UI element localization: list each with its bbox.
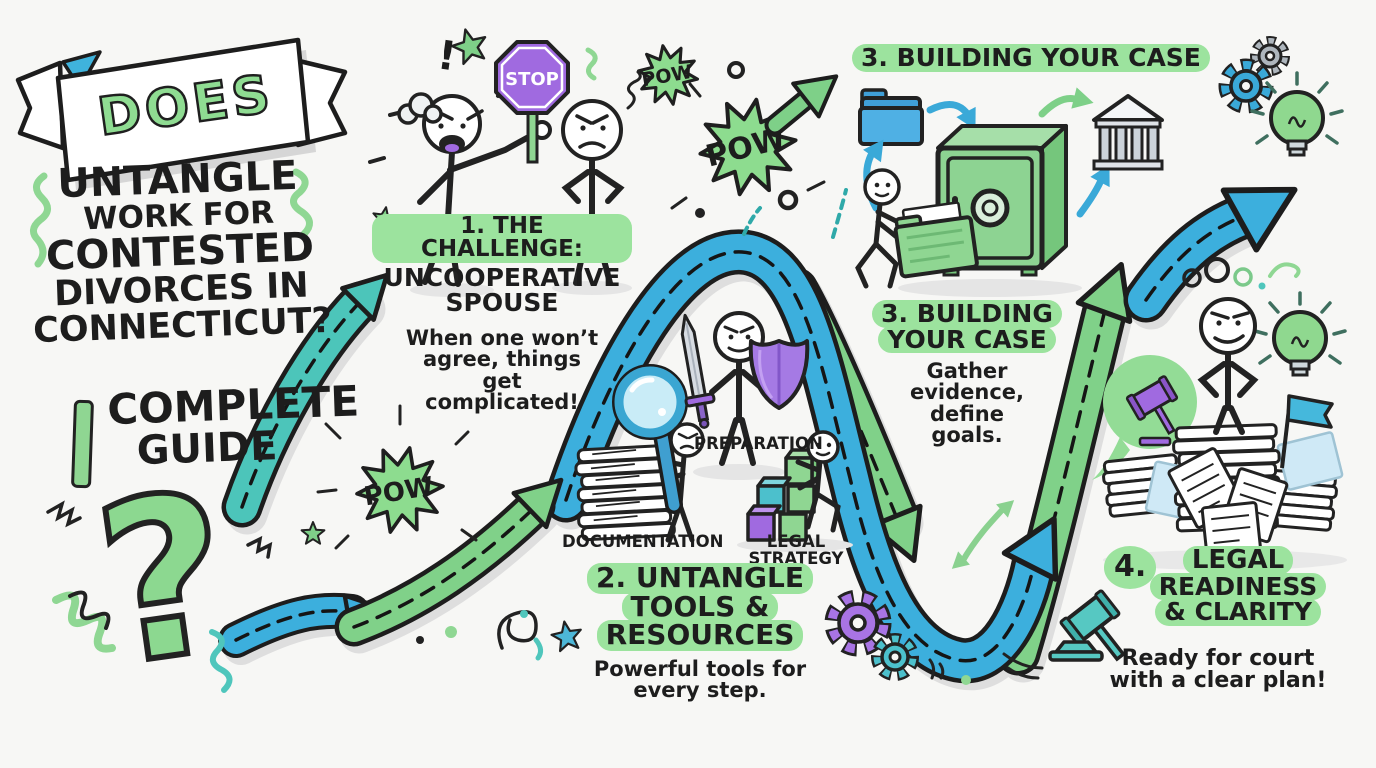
section-readiness-number: 4. [1104,546,1157,589]
pow-bursts: POW POW POW [316,41,826,550]
section-building-mid: 3. BUILDING YOUR CASE Gather evidence, d… [862,300,1072,447]
doodles [30,47,1301,693]
section-tools: 2. UNTANGLE TOOLS & RESOURCES Powerful t… [580,563,820,701]
steam-puff-icon [397,92,443,125]
legal-strategy-illustration [737,430,853,552]
gear-purple-icon [824,589,892,657]
gavel-teal-icon [1048,589,1126,662]
vault-scene [855,87,1164,297]
subtitle-complete-guide: COMPLETE GUIDE [70,376,360,489]
flag-icon [1280,394,1334,469]
blue-folder-icon [858,88,924,146]
subtitle-accent-bar [70,399,95,489]
magnifier-icon [612,364,688,514]
gavel-purple-icon [1125,375,1179,435]
paper-piles [1102,423,1344,557]
green-folder-icon [893,201,979,279]
stop-sign-icon: STOP [494,40,570,164]
section-challenge-heading: 1. THE CHALLENGE: [372,214,632,263]
svg-text:?: ? [83,444,245,715]
section-readiness-body: Ready for court with a clear plan! [1109,646,1327,694]
green-arrow-up-icon [764,60,849,136]
speech-bubble-gavel [1092,355,1197,480]
gear-gray-icon [1250,36,1290,76]
lightbulb-icon-top [1250,71,1344,157]
stop-sign-text: STOP [505,69,559,90]
section-readiness: LEGAL READINESS & CLARITY [1148,546,1328,626]
title-banner-ribbon [15,37,348,190]
documentation-illustration [574,364,705,543]
angry-figure-with-stop-sign: ! STOP [397,32,570,297]
shield-icon [748,339,810,410]
preparation-illustration [680,311,810,480]
double-arrow-icon [945,493,1021,576]
label-documentation: DOCUMENTATION [562,532,724,551]
section-building-top: 3. BUILDING YOUR CASE [852,44,1212,72]
label-legal-strategy: LEGAL STRATEGY [748,532,844,568]
gear-teal-icon [871,633,919,681]
bank-icon [1092,94,1164,171]
main-title: UNTANGLE WORK FOR CONTESTED DIVORCES IN … [25,153,335,351]
lightbulb-icon-right [1253,291,1347,377]
section-challenge: 1. THE CHALLENGE: UNCOOPERATIVE SPOUSE W… [372,214,632,414]
victory-figure [1197,297,1259,435]
label-preparation: PREPARATION [694,434,823,453]
question-mark: ? [80,441,248,718]
curved-arrow-bank-up [1076,174,1106,218]
gear-blue-icon [1218,58,1274,114]
sword-icon [680,313,716,429]
gear-icons [824,36,1290,681]
frustration-scribble [626,70,642,110]
exclamation-mark: ! [435,32,459,80]
